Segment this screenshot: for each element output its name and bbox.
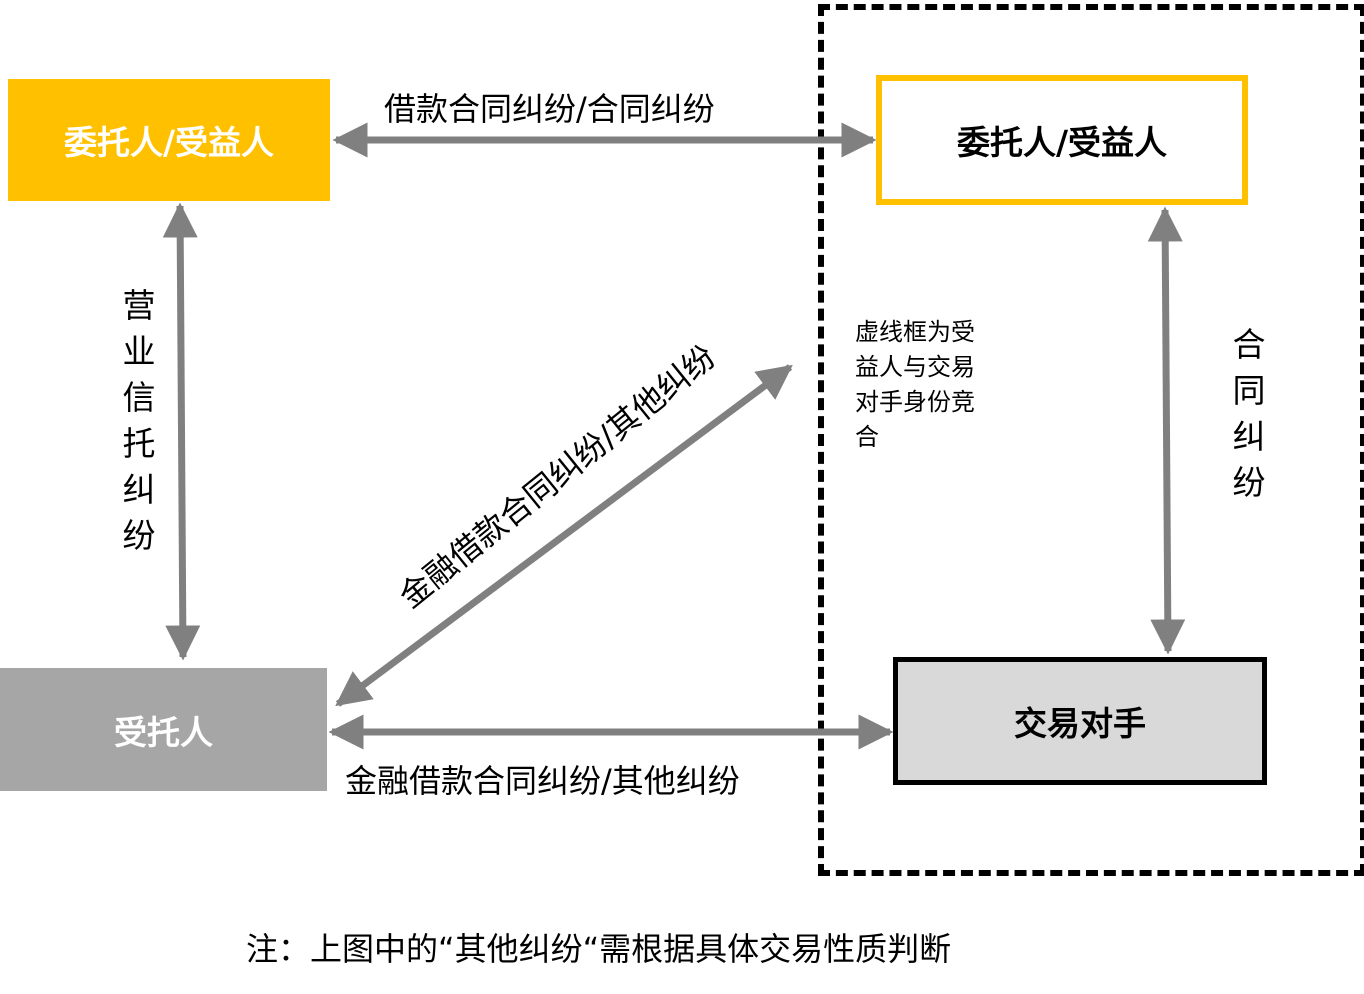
arrow-left-vertical <box>162 202 201 661</box>
dashed-region-note: 虚线框为受益人与交易对手身份竞合 <box>855 318 975 451</box>
edge-label-left-vertical: 营业信托纠纷 <box>122 286 156 555</box>
node-trustee: 受托人 <box>0 668 327 791</box>
footnote: 注：上图中的“其他纠纷“需根据具体交易性质判断 <box>246 930 952 968</box>
node-counterparty: 交易对手 <box>893 657 1267 785</box>
edge-label-right-vertical: 合同纠纷 <box>1232 325 1266 502</box>
node-label: 受托人 <box>114 712 213 752</box>
edge-label-bottom: 金融借款合同纠纷/其他纠纷 <box>345 762 740 800</box>
node-truster-beneficiary-right: 委托人/受益人 <box>876 75 1248 205</box>
node-label: 交易对手 <box>1014 704 1146 743</box>
node-truster-beneficiary-left: 委托人/受益人 <box>8 79 330 201</box>
dashed-identity-region <box>818 4 1364 876</box>
node-label: 委托人/受益人 <box>63 123 275 162</box>
arrow-diagonal <box>335 364 793 707</box>
arrow-right-vertical <box>1147 206 1186 655</box>
edge-label-top: 借款合同纠纷/合同纠纷 <box>384 90 715 128</box>
node-label: 委托人/受益人 <box>956 123 1168 162</box>
